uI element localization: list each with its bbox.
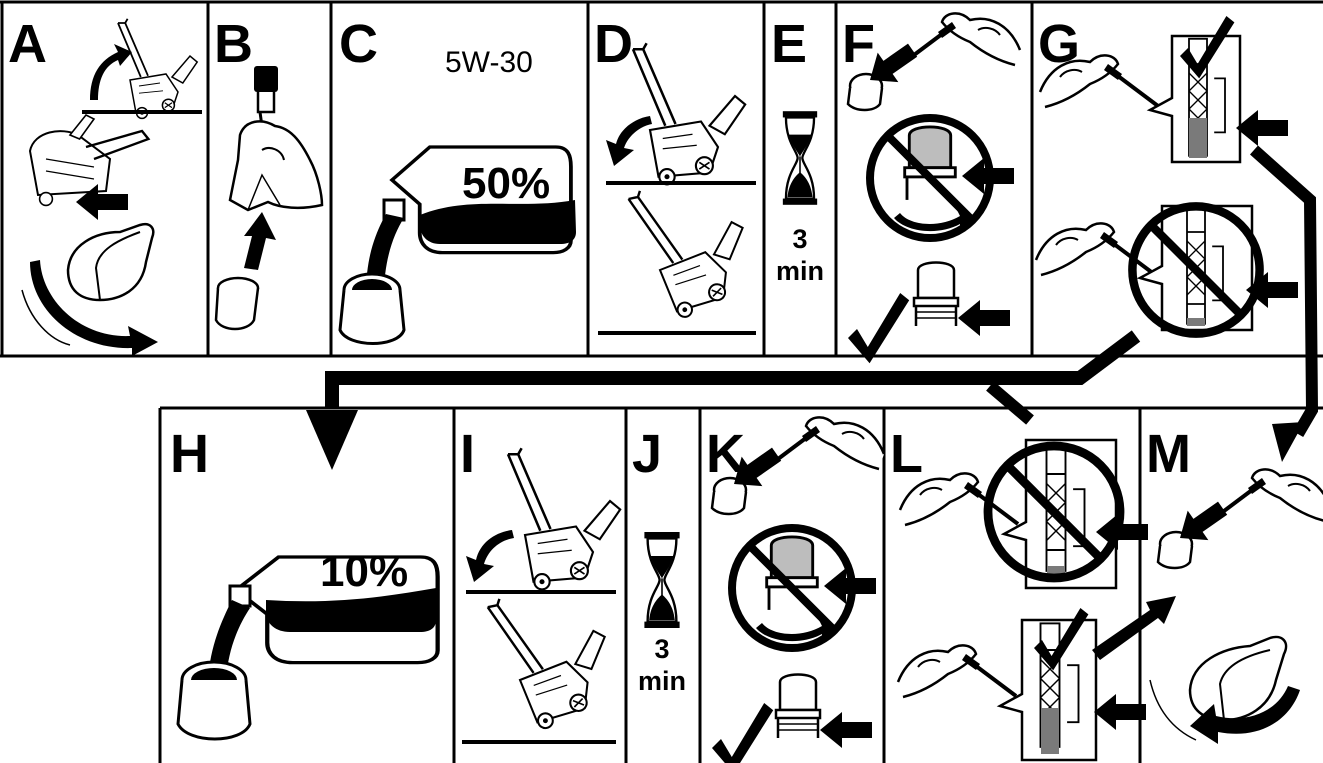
panel-f: F	[842, 11, 1022, 364]
panel-c: C 5W-30 50%	[338, 14, 576, 345]
hourglass-icon	[781, 110, 819, 206]
oil-cap-twist-icon	[21, 223, 158, 356]
panel-b-letter: B	[214, 14, 253, 74]
hand-dipstick-icon	[900, 11, 1022, 68]
dipstick-bubble-wrong	[1132, 206, 1298, 334]
hand-dipstick-icon	[896, 643, 1018, 699]
snowblower-level-icon	[485, 577, 622, 736]
snowblower-level-icon	[506, 447, 622, 591]
oil-fill-neck-icon	[710, 476, 748, 516]
panel-b: B	[214, 14, 324, 331]
panel-e-letter: E	[771, 14, 807, 74]
arrow-icon	[244, 212, 276, 270]
wait-value: 3	[792, 224, 807, 254]
oil-cap-icon	[774, 673, 822, 740]
panel-a: A	[8, 14, 202, 356]
flow-arrow-g-to-h	[306, 330, 1141, 470]
bottom-row-frame	[158, 406, 1323, 763]
dipstick-bubble-ok	[996, 608, 1146, 762]
panel-a-letter: A	[8, 14, 47, 74]
panel-f-letter: F	[842, 14, 875, 74]
panel-k: K	[706, 415, 886, 763]
oil-fill-neck-icon	[214, 276, 260, 331]
panel-l: L	[890, 424, 1176, 762]
tilt-arrow-icon	[90, 44, 132, 100]
hand-dipstick-icon	[764, 415, 886, 471]
wait-value: 3	[654, 634, 669, 664]
panel-d: D	[594, 14, 760, 335]
panel-d-letter: D	[594, 14, 633, 74]
oil-cap-twist-icon	[1149, 635, 1300, 744]
arrow-icon	[1236, 110, 1288, 146]
dipstick-bubble-ok	[1146, 16, 1288, 164]
oil-cap-icon	[912, 261, 960, 328]
wait-unit: min	[776, 256, 824, 286]
snowblower-level-icon	[631, 42, 747, 186]
panel-i: I	[460, 424, 622, 744]
fill-percent-label: 10%	[320, 547, 408, 596]
panel-h: H 10%	[170, 424, 438, 741]
panel-m-letter: M	[1146, 424, 1191, 484]
dipstick-bubble-wrong	[988, 438, 1148, 590]
panel-i-letter: I	[460, 424, 475, 484]
hand-dipstick-icon	[1210, 467, 1323, 523]
hourglass-icon	[643, 530, 681, 630]
panel-m: M	[1146, 424, 1323, 744]
panel-h-letter: H	[170, 424, 209, 484]
panel-g: G	[1034, 14, 1298, 334]
panel-l-letter: L	[890, 424, 923, 484]
check-icon	[712, 703, 774, 763]
panel-c-letter: C	[339, 14, 378, 74]
arrow-icon	[820, 712, 872, 748]
arrow-icon	[1092, 596, 1176, 660]
panel-e: E 3 min	[771, 14, 824, 286]
flow-arrow-g-to-m	[1250, 145, 1319, 462]
oil-fill-neck-icon	[338, 272, 406, 345]
panel-j-letter: J	[632, 424, 662, 484]
flow-arrow-l-connector	[986, 381, 1034, 425]
oil-fill-neck-icon	[176, 660, 252, 741]
arrow-icon	[958, 300, 1010, 336]
snowblower-icon	[28, 113, 151, 207]
prohibited-icon	[732, 528, 852, 648]
fill-percent-label: 50%	[462, 159, 550, 208]
prohibited-icon	[870, 118, 990, 238]
rag-hand-icon	[228, 120, 324, 212]
snowblower-level-icon	[626, 170, 760, 325]
arrow-icon	[1094, 694, 1146, 730]
panel-j: J 3 min	[632, 424, 686, 696]
tilt-arrow-icon	[466, 530, 514, 582]
tilt-arrow-icon	[606, 116, 652, 166]
oil-type-label: 5W-30	[445, 46, 533, 79]
snowblower-tilted-icon	[117, 17, 199, 120]
wait-unit: min	[638, 666, 686, 696]
check-icon	[848, 293, 910, 364]
